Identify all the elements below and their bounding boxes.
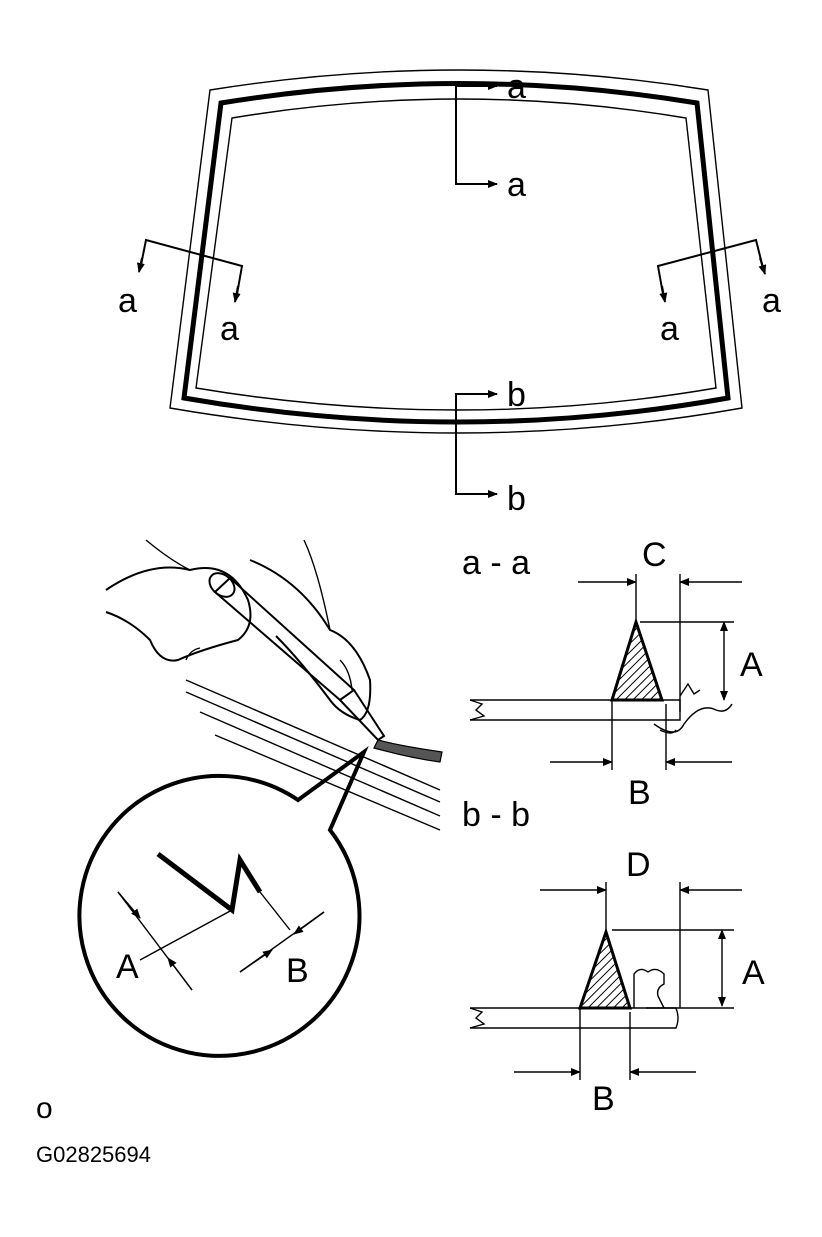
section-bb-dim-a-label: A (742, 954, 765, 992)
section-aa-dim-b-label: B (628, 774, 651, 812)
section-label-top-upper: a (507, 68, 526, 106)
section-aa-title: a - a (462, 544, 530, 582)
section-label-right-outer: a (762, 282, 781, 320)
section-label-right-inner: a (660, 310, 679, 348)
section-aa-drawing (469, 574, 742, 770)
windshield-outline (169, 69, 743, 434)
section-cut-top (455, 82, 498, 188)
figure-id: G02825694 (36, 1142, 151, 1167)
section-cut-left (136, 238, 244, 303)
section-label-left-inner: a (220, 310, 239, 348)
detail-dim-a-label: A (116, 948, 139, 986)
section-label-top-lower: a (507, 166, 526, 204)
section-bb-title: b - b (462, 796, 530, 834)
detail-dim-b-label: B (286, 952, 309, 990)
detail-callout (77, 746, 369, 1058)
section-aa-dim-c-label: C (642, 536, 667, 574)
bead-profile-detail (117, 852, 325, 991)
hand-with-sealer-gun-illustration (105, 539, 443, 831)
section-label-left-outer: a (118, 282, 137, 320)
section-label-bottom-lower: b (507, 480, 526, 518)
section-bb-dim-d-label: D (626, 846, 651, 884)
section-cut-right (656, 238, 767, 303)
section-aa-dim-a-label: A (740, 646, 763, 684)
footer-marker: o (36, 1092, 53, 1125)
section-cut-bottom (455, 390, 498, 498)
section-bb-drawing (469, 882, 742, 1080)
section-label-bottom-upper: b (507, 376, 526, 414)
section-bb-dim-b-label: B (592, 1080, 615, 1118)
